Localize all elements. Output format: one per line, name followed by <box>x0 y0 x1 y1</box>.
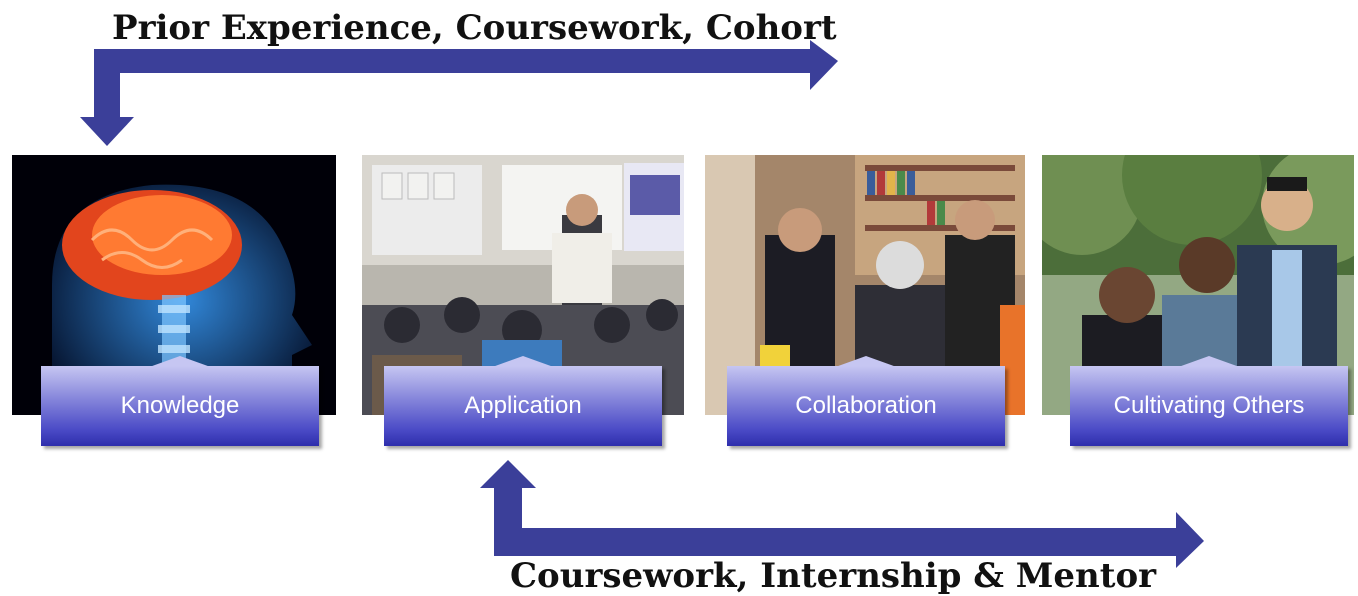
stage-application-label: Application <box>384 366 662 446</box>
bottom-flow-arrow <box>480 460 1204 568</box>
brain-scan-photo <box>12 155 336 415</box>
stage-knowledge-label: Knowledge <box>41 366 319 446</box>
stage-collaboration-label: Collaboration <box>727 366 1005 446</box>
bottom-flow-label: Coursework, Internship & Mentor <box>510 556 1157 596</box>
stage-cultivating-others-label: Cultivating Others <box>1070 366 1348 446</box>
top-flow-arrow <box>80 40 838 146</box>
top-flow-label: Prior Experience, Coursework, Cohort <box>112 8 837 48</box>
